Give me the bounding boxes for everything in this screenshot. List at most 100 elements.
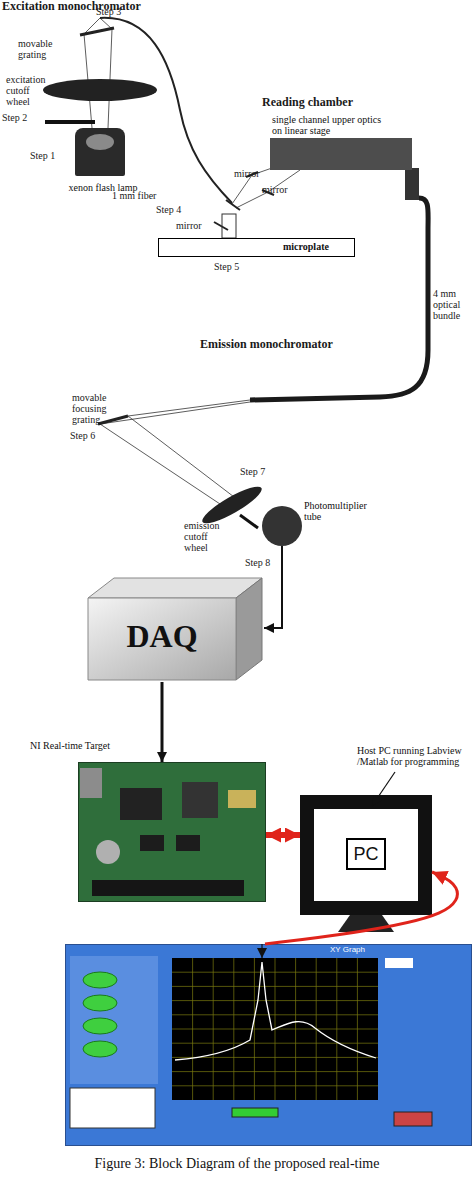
component-box: XY Graph bbox=[65, 944, 472, 1146]
box-face bbox=[88, 578, 262, 598]
signal-connector bbox=[161, 682, 164, 762]
text-label: mirror bbox=[262, 184, 288, 195]
light-ray bbox=[128, 400, 250, 416]
mirror bbox=[214, 222, 228, 230]
text-label: Excitation monochromator bbox=[2, 0, 141, 13]
software-panel bbox=[394, 1112, 432, 1126]
board-component bbox=[176, 835, 200, 851]
software-panel bbox=[70, 1088, 155, 1128]
mirror bbox=[246, 172, 258, 177]
software-panel bbox=[172, 958, 378, 1100]
text-label: Emission monochromator bbox=[200, 338, 333, 351]
component-label: XY Graph bbox=[330, 946, 365, 955]
text-label: Step 7 bbox=[240, 466, 265, 477]
text-label: Step 2 bbox=[2, 112, 27, 123]
component-box: xenon flash lamp bbox=[75, 128, 125, 176]
text-label: Step 1 bbox=[30, 150, 55, 161]
text-label: mirror bbox=[234, 168, 260, 179]
software-panel bbox=[70, 956, 158, 1084]
component-label: DAQ bbox=[88, 620, 236, 652]
box-face bbox=[236, 578, 262, 680]
board-component bbox=[140, 835, 164, 851]
spectrum-curve bbox=[175, 962, 376, 1060]
light-ray bbox=[236, 170, 300, 208]
board-component bbox=[182, 782, 218, 818]
monitor-stand bbox=[338, 915, 394, 932]
software-panel bbox=[83, 972, 117, 988]
grid-line bbox=[275, 958, 276, 1100]
text-label: mirror bbox=[176, 220, 202, 231]
software-panel bbox=[70, 956, 432, 1128]
board-component bbox=[120, 788, 162, 820]
board-component bbox=[96, 840, 120, 864]
grid-line bbox=[172, 1000, 378, 1001]
mirror bbox=[214, 172, 274, 230]
optical-bundle bbox=[250, 198, 428, 400]
grid-line bbox=[213, 958, 214, 1100]
signal-connector bbox=[266, 832, 300, 838]
software-panel bbox=[385, 958, 413, 968]
grid-line bbox=[357, 958, 358, 1100]
component-label: NI Real-time Target bbox=[30, 740, 110, 751]
figure-caption: Figure 3: Block Diagram of the proposed … bbox=[0, 1156, 474, 1172]
box-face bbox=[88, 598, 236, 680]
grid-line bbox=[295, 958, 296, 1100]
slit bbox=[240, 515, 258, 528]
text-label: emission cutoff wheel bbox=[184, 520, 230, 553]
grid-line bbox=[172, 986, 378, 987]
grid-line bbox=[316, 958, 317, 1100]
cutoff-wheel bbox=[43, 79, 157, 101]
component-box: NI Real-time Target bbox=[78, 762, 266, 902]
grid-line bbox=[172, 972, 378, 973]
grid-line bbox=[254, 958, 255, 1100]
cutoff-wheel bbox=[199, 481, 266, 529]
component-box: microplate bbox=[158, 238, 355, 257]
text-label: Step 8 bbox=[245, 557, 270, 568]
signal-connector bbox=[265, 872, 457, 944]
peak-pointer bbox=[261, 944, 262, 958]
text-label: movable focusing grating bbox=[72, 392, 122, 425]
board-component bbox=[92, 880, 244, 896]
grid-line bbox=[172, 1085, 378, 1086]
component-box: Host PC running Labview /Matlab for prog… bbox=[300, 795, 432, 915]
text-label: Reading chamber bbox=[262, 96, 353, 109]
software-panel bbox=[232, 1108, 278, 1117]
component-box: Photomultiplier tube bbox=[262, 506, 302, 546]
board-component bbox=[228, 790, 256, 808]
grid-line bbox=[172, 1014, 378, 1015]
optics-tab bbox=[405, 168, 419, 200]
software-panel bbox=[83, 1018, 117, 1034]
component-label: Host PC running Labview /Matlab for prog… bbox=[357, 745, 474, 767]
grid-line bbox=[336, 958, 337, 1100]
light-ray bbox=[232, 168, 272, 204]
mirror bbox=[262, 190, 274, 195]
leader-arrow bbox=[372, 772, 395, 806]
text-label: excitation cutoff wheel bbox=[6, 74, 52, 107]
movable-grating bbox=[80, 28, 114, 35]
cuvette bbox=[222, 214, 236, 238]
text-label: Step 4 bbox=[156, 204, 181, 215]
text-label: Step 5 bbox=[214, 261, 239, 272]
component-label: PC bbox=[346, 838, 386, 870]
grid-line bbox=[233, 958, 234, 1100]
light-ray bbox=[100, 424, 226, 508]
text-label: Step 6 bbox=[70, 430, 95, 441]
component-label: single channel upper optics on linear st… bbox=[272, 114, 384, 136]
grid-line bbox=[172, 1029, 378, 1030]
grid-line bbox=[172, 1057, 378, 1058]
grid-line bbox=[192, 958, 193, 1100]
software-panel bbox=[83, 1041, 117, 1057]
graph-grid bbox=[172, 958, 378, 1100]
light-ray bbox=[100, 402, 250, 424]
mirror bbox=[226, 200, 240, 210]
text-label: Step 3 bbox=[96, 6, 121, 17]
component-box: single channel upper optics on linear st… bbox=[270, 138, 412, 170]
lamp-bulb bbox=[86, 134, 114, 150]
text-label: 4 mm optical bundle bbox=[433, 288, 474, 321]
board-component bbox=[80, 768, 256, 896]
light-ray bbox=[128, 416, 238, 500]
text-label: movable grating bbox=[18, 38, 66, 60]
connectors bbox=[162, 546, 457, 944]
grid-line bbox=[172, 1043, 378, 1044]
